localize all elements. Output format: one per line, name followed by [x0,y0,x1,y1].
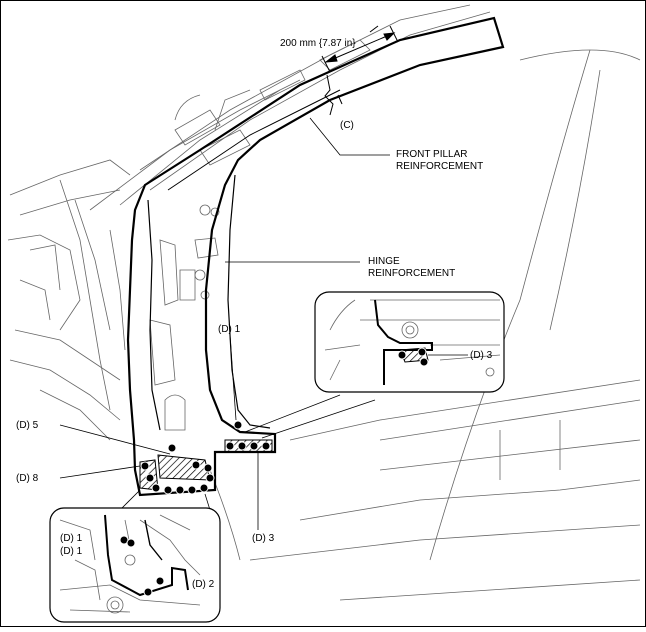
front-pillar-reinforcement-outline [126,16,505,497]
weld-d1-inset-b-label: (D) 1 [60,546,83,557]
weld-d1-main-label: (D) 1 [218,324,241,335]
pillar-inner-edge [227,174,271,429]
front-pillar-label-line1: FRONT PILLAR [396,149,468,160]
weld-d3-inset-label: (D) 3 [470,350,493,361]
weld-d5-label: (D) 5 [16,420,39,431]
weld-d2-inset-label: (D) 2 [192,579,215,590]
front-pillar-label-line2: REINFORCEMENT [396,161,484,172]
cut-line-c [324,74,334,116]
inset-detail-right [314,291,505,393]
hinge-label-line2: REINFORCEMENT [368,268,456,279]
background-body-sketch [7,4,641,601]
inset-detail-bottom [49,507,221,623]
weld-d1-inset-a-label: (D) 1 [60,533,83,544]
weld-d3-main-label: (D) 3 [252,533,275,544]
leader-lines [59,117,390,585]
weld-d8-label: (D) 8 [16,473,39,484]
hinge-reinforcement-outline [147,199,161,431]
weld-points-main [139,420,273,495]
hinge-label-line1: HINGE [368,256,400,267]
cut-mark-label: (C) [340,120,354,131]
dimension-arrow [321,25,399,73]
dimension-label: 200 mm {7.87 in} [280,38,356,49]
